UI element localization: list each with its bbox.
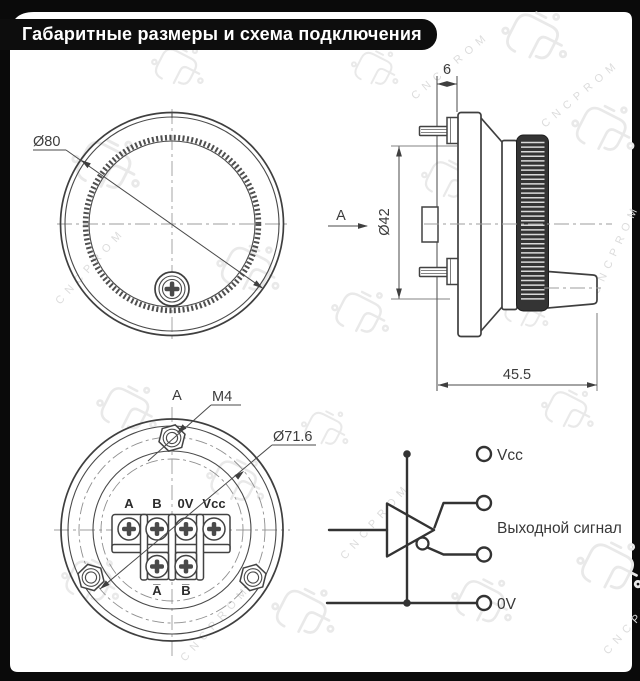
dim455-label: 45.5 [503, 367, 531, 383]
dim716-label: Ø71.6 [273, 429, 313, 445]
terminal-label-b-inv: B̅ [181, 583, 190, 598]
page-title: Габаритные размеры и схема подключения [22, 24, 422, 44]
cone-top-edge [480, 117, 503, 143]
gnd-label: 0V [497, 596, 517, 613]
dim80-label: Ø80 [33, 134, 60, 150]
dimension-arrowhead [81, 160, 91, 169]
dimension-arrowhead [358, 223, 368, 229]
cone-bottom-edge [480, 306, 503, 332]
vcc-label: Vcc [497, 447, 523, 464]
mounting-flange [457, 111, 482, 338]
output-signal-label: Выходной сигнал [497, 520, 622, 537]
rear-terminal-cover [421, 206, 439, 243]
front-dial-circle [88, 140, 256, 308]
side-view: 6 Ø42 A [328, 62, 612, 391]
knurl-stripes [521, 141, 545, 300]
knob-inner [161, 278, 183, 300]
output-terminal-b [475, 546, 493, 563]
rear-view: A B 0V Vcc A̅ B̅ A M4 Ø71.6 [54, 388, 316, 659]
dimension-arrowhead [438, 382, 448, 388]
gnd-junction-dot [403, 599, 411, 607]
bolt-circle [78, 436, 266, 624]
connection-schematic: Vcc Выходной сигнал 0V [325, 445, 622, 613]
dim80-line [65, 149, 264, 289]
terminal-screw [174, 517, 198, 541]
wheel-rim [501, 139, 518, 311]
dimension-arrowhead [253, 280, 263, 289]
dimension-arrows [81, 81, 597, 589]
title-banner: Габаритные размеры и схема подключения [0, 19, 437, 50]
mounting-stud-top [418, 116, 462, 145]
m4-label: M4 [212, 389, 232, 405]
rear-outer-circle [60, 418, 284, 642]
vcc-terminal [475, 445, 493, 463]
terminal-label-vcc: Vcc [202, 496, 225, 511]
dim42-label: Ø42 [377, 208, 393, 235]
terminal-label-b: B [152, 496, 161, 511]
m4-leader [147, 404, 212, 462]
dimension-arrowhead [587, 382, 597, 388]
comparator-triangle [385, 502, 436, 558]
dimension-arrowhead [447, 81, 457, 87]
terminal-screw [174, 554, 198, 579]
output-line-b [426, 546, 479, 556]
rear-view-label: A [172, 388, 182, 404]
dimension-arrowhead [437, 81, 447, 87]
dimension-arrowhead [396, 146, 402, 157]
knob-mid [158, 275, 186, 303]
paper-background [10, 12, 632, 672]
vcc-junction-dot [403, 450, 411, 458]
dim6-label: 6 [443, 62, 451, 78]
output-terminal-a [475, 494, 493, 512]
dimension-arrowhead [100, 580, 110, 589]
knob-phillips-cross-icon [164, 281, 180, 297]
view-arrow-label: A [336, 208, 346, 224]
handle-lever [547, 270, 598, 309]
output-line-a [433, 501, 479, 529]
terminal-screw [202, 517, 226, 541]
terminal-screw [117, 517, 141, 541]
hex-nut-right [239, 563, 267, 592]
terminal-block: A B 0V Vcc A̅ B̅ [111, 496, 231, 598]
inverter-bubble [415, 536, 430, 551]
hex-nut-left [77, 563, 105, 592]
dimension-arrowhead [177, 424, 187, 433]
dimension-arrowhead [234, 471, 244, 480]
dimension-arrowhead [396, 288, 402, 299]
rear-inner-dash-circle [100, 458, 244, 602]
gnd-terminal [475, 594, 493, 612]
front-knurl-teeth-ring [82, 134, 262, 314]
terminal-label-0v: 0V [178, 496, 194, 511]
terminal-screw [145, 517, 169, 541]
terminal-label-a: A [124, 496, 134, 511]
rear-inner-circle [92, 450, 252, 610]
front-view: Ø80 [33, 109, 287, 339]
terminal-label-a-inv: A̅ [152, 583, 162, 598]
dim716-line [99, 444, 273, 590]
terminal-screws [117, 517, 226, 579]
terminal-screw [145, 554, 169, 579]
